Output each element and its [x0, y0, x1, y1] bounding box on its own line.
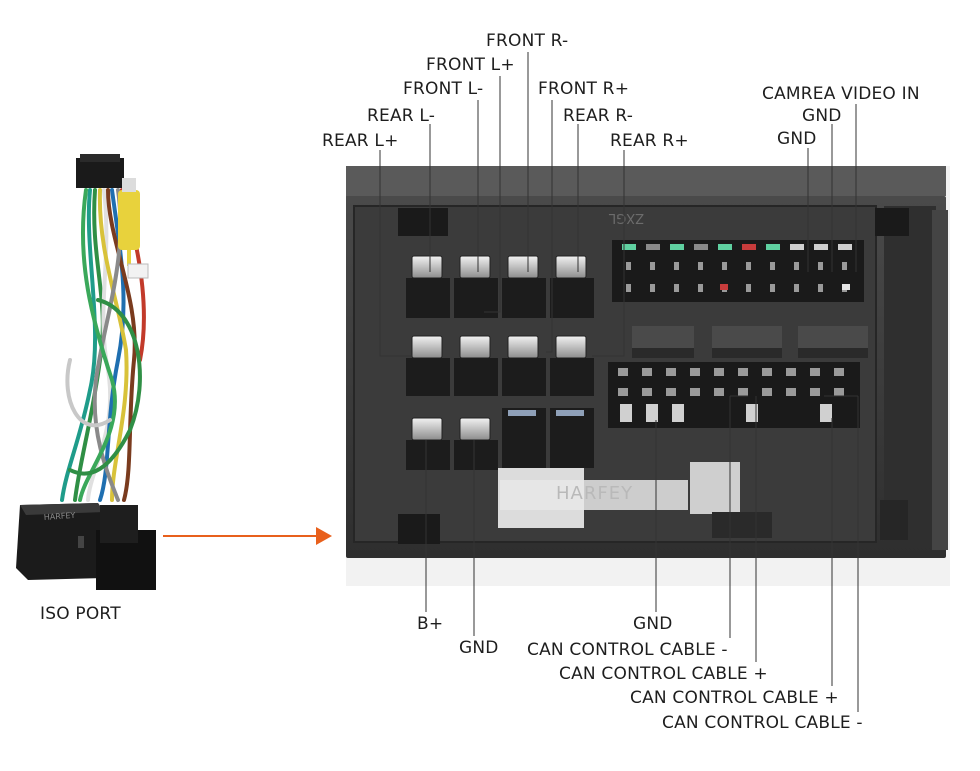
label-rear-l-plus: REAR L+ — [322, 131, 399, 151]
rca-yellow-plug — [118, 190, 140, 250]
label-gnd-b: GND — [777, 129, 817, 149]
iso-module-box — [16, 503, 104, 580]
arrow-head — [316, 527, 332, 545]
label-camera-video-in: CAMREA VIDEO IN — [762, 84, 920, 104]
label-can-control-3: CAN CONTROL CABLE + — [630, 688, 839, 708]
label-can-control-4: CAN CONTROL CABLE - — [662, 713, 863, 733]
watermark: HARFEY — [556, 483, 634, 504]
label-rear-r-minus: REAR R- — [563, 106, 634, 126]
label-front-r-plus: FRONT R+ — [538, 79, 630, 99]
small-pin-grid-bottom — [618, 368, 844, 422]
small-pin-grid-top — [622, 244, 852, 292]
label-front-r-minus: FRONT R- — [486, 31, 569, 51]
label-rear-l-minus: REAR L- — [367, 106, 436, 126]
label-gnd-power: GND — [459, 638, 499, 658]
label-b-plus: B+ — [417, 614, 444, 634]
label-front-l-plus: FRONT L+ — [426, 55, 515, 75]
harness-top-plug — [76, 158, 124, 188]
leader-lines — [379, 52, 859, 712]
svg-text:HARFEY: HARFEY — [44, 511, 76, 522]
label-rear-r-plus: REAR R+ — [610, 131, 689, 151]
label-gnd-signal: GND — [633, 614, 673, 634]
label-front-l-minus: FRONT L- — [403, 79, 484, 99]
label-can-control-1: CAN CONTROL CABLE - — [527, 640, 728, 660]
iso-port-caption: ISO PORT — [40, 604, 121, 624]
iso-harness-image: HARFEY — [16, 154, 156, 590]
connector-image: ZXGL — [346, 166, 950, 586]
label-gnd-a: GND — [802, 106, 842, 126]
label-can-control-2: CAN CONTROL CABLE + — [559, 664, 768, 684]
svg-text:ZXGL: ZXGL — [608, 210, 644, 225]
